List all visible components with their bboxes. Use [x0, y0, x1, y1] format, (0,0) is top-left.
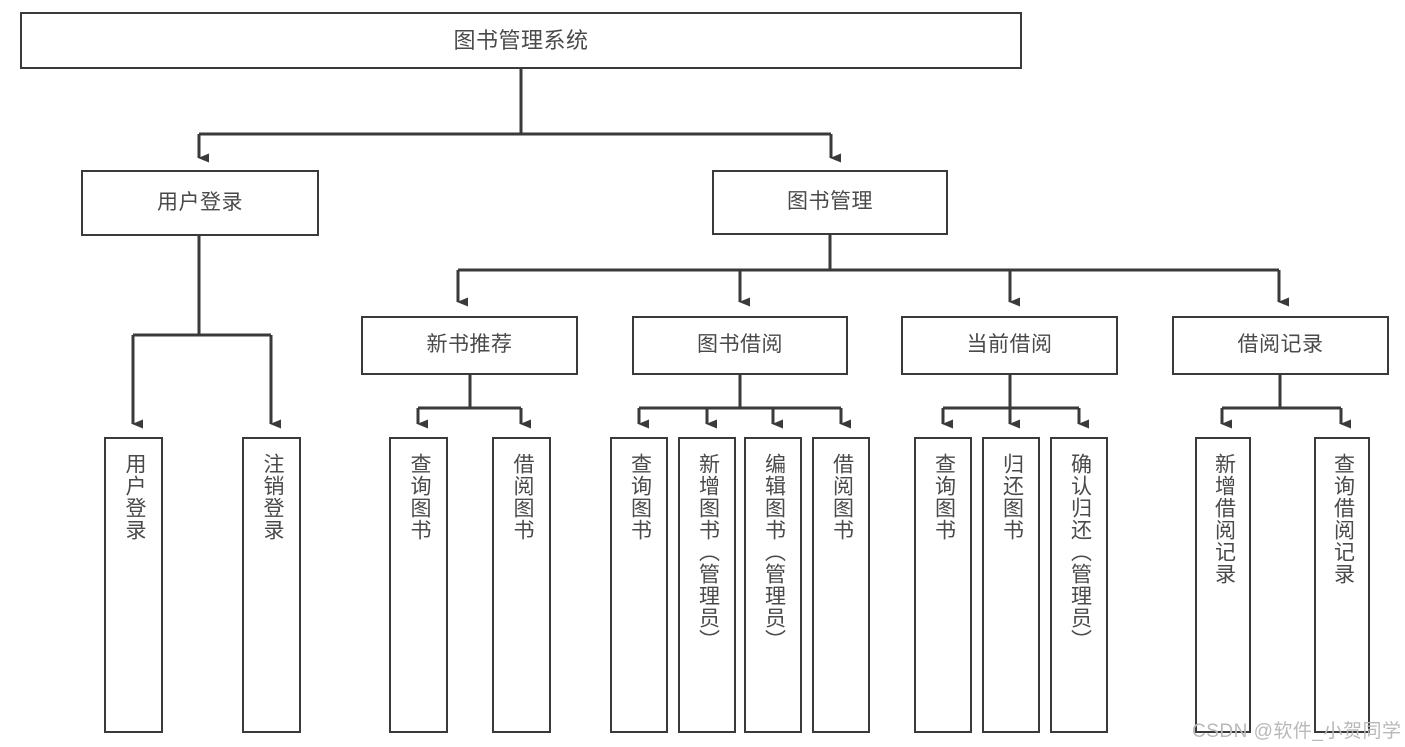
leaf-user-login[interactable]: 用户登录: [104, 437, 163, 733]
node-label: 用户登录: [157, 190, 243, 214]
node-user-login[interactable]: 用户登录: [81, 170, 319, 236]
leaf-borrow-query-book[interactable]: 查询图书: [610, 437, 668, 733]
node-label: 查询借阅记录: [1331, 453, 1355, 585]
node-book-borrow[interactable]: 图书借阅: [632, 316, 848, 375]
leaf-borrow-add-book-admin[interactable]: 新增图书（管理员）: [678, 437, 736, 733]
leaf-current-query-book[interactable]: 查询图书: [914, 437, 972, 733]
node-root-system[interactable]: 图书管理系统: [20, 12, 1022, 69]
node-current-borrow[interactable]: 当前借阅: [901, 316, 1118, 375]
node-label: 图书管理系统: [453, 27, 589, 53]
leaf-current-confirm-return-admin[interactable]: 确认归还（管理员）: [1050, 437, 1108, 733]
leaf-record-query-borrow-record[interactable]: 查询借阅记录: [1314, 437, 1370, 733]
leaf-borrow-borrow-book[interactable]: 借阅图书: [812, 437, 870, 733]
node-label: 确认归还（管理员）: [1068, 453, 1092, 651]
node-label: 归还图书: [1000, 453, 1024, 541]
node-label: 借阅图书: [830, 453, 854, 541]
node-label: 借阅记录: [1237, 333, 1324, 357]
node-label: 查询图书: [932, 453, 956, 541]
node-label: 新增借阅记录: [1212, 453, 1236, 585]
node-label: 当前借阅: [966, 333, 1053, 357]
leaf-recommend-borrow-book[interactable]: 借阅图书: [492, 437, 551, 733]
leaf-record-add-borrow-record[interactable]: 新增借阅记录: [1195, 437, 1251, 733]
node-label: 编辑图书（管理员）: [762, 453, 786, 651]
node-label: 新书推荐: [426, 333, 513, 357]
node-label: 图书借阅: [697, 333, 783, 357]
node-label: 新增图书（管理员）: [696, 453, 720, 651]
node-label: 图书管理: [787, 190, 873, 214]
csdn-watermark: CSDN @软件_小贺同学: [1192, 721, 1402, 742]
leaf-borrow-edit-book-admin[interactable]: 编辑图书（管理员）: [744, 437, 802, 733]
node-label: 用户登录: [122, 453, 146, 541]
node-new-book-recommend[interactable]: 新书推荐: [361, 316, 578, 375]
leaf-current-return-book[interactable]: 归还图书: [982, 437, 1040, 733]
node-label: 查询图书: [407, 453, 431, 541]
node-label: 借阅图书: [510, 453, 534, 541]
node-label: 注销登录: [260, 453, 284, 541]
node-borrow-record[interactable]: 借阅记录: [1172, 316, 1389, 375]
node-book-management[interactable]: 图书管理: [712, 170, 948, 235]
leaf-logout[interactable]: 注销登录: [242, 437, 301, 733]
leaf-recommend-query-book[interactable]: 查询图书: [389, 437, 448, 733]
node-label: 查询图书: [628, 453, 652, 541]
